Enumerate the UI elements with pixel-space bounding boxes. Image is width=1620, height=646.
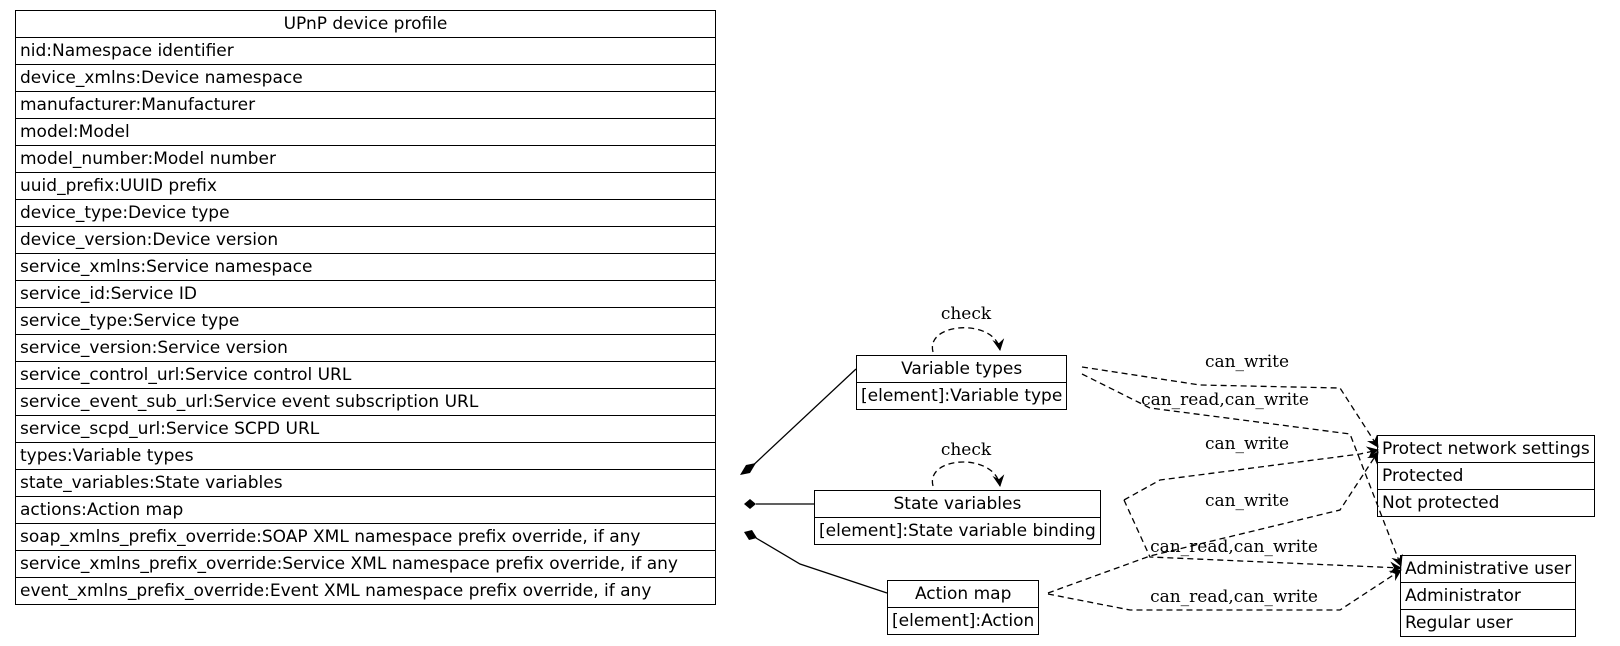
field-row: service_scpd_url:Service SCPD URL [15,415,716,443]
entity-protect-network-settings: Protect network settings Protected Not p… [1377,435,1595,517]
field-row: soap_xmlns_prefix_override:SOAP XML name… [15,523,716,551]
edge-state-variables-admin: can_read,can_write [1123,499,1402,574]
entity-administrative-user: Administrative user Administrator Regula… [1399,555,1577,637]
composition-edge-types [740,368,857,475]
field-row: [element]:Action [886,607,1040,635]
field-row: [element]:Variable type [855,382,1068,410]
field-row: model_number:Model number [15,145,716,173]
edge-label: can_read,can_write [1141,390,1309,410]
field-row: service_id:Service ID [15,280,716,308]
entity-upnp-device-profile: UPnP device profile nid:Namespace identi… [15,10,716,605]
edge-action-map-protect: can_write [1047,451,1379,594]
entity-action-map: Action map [element]:Action [886,580,1040,635]
field-row: uuid_prefix:UUID prefix [15,172,716,200]
edge-label: can_write [1205,434,1289,454]
field-row: service_control_url:Service control URL [15,361,716,389]
field-row: Regular user [1399,609,1577,637]
entity-title: Variable types [855,355,1068,383]
field-row: event_xmlns_prefix_override:Event XML na… [15,577,716,605]
field-row: device_xmlns:Device namespace [15,64,716,92]
field-row: state_variables:State variables [15,469,716,497]
edge-label: can_read,can_write [1150,537,1318,557]
edge-variable-types-protect: can_write [1081,352,1379,448]
diamond-icon [744,530,757,540]
field-row: service_type:Service type [15,307,716,335]
diamond-icon [744,499,756,509]
field-row: service_xmlns_prefix_override:Service XM… [15,550,716,578]
entity-state-variables: State variables [element]:State variable… [814,490,1101,545]
field-row: [element]:State variable binding [814,517,1101,545]
field-row: service_xmlns:Service namespace [15,253,716,281]
field-row: Administrator [1399,582,1577,610]
composition-edge-state-variables [744,499,814,509]
edge-label: check [941,440,992,460]
edge-variable-types-admin: can_read,can_write [1081,373,1403,567]
self-loop-variable-types: check [931,304,1005,353]
edge-label: can_write [1205,352,1289,372]
field-row: model:Model [15,118,716,146]
edge-label: check [941,304,992,324]
edge-label: can_write [1205,491,1289,511]
entity-variable-types: Variable types [element]:Variable type [855,355,1068,410]
field-row: Not protected [1377,489,1595,517]
field-row: service_version:Service version [15,334,716,362]
edge-action-map-admin: can_read,can_write [1047,569,1402,611]
entity-title: Protect network settings [1377,435,1595,463]
diamond-icon [740,463,756,475]
entity-title: UPnP device profile [15,10,716,38]
field-row: types:Variable types [15,442,716,470]
self-loop-state-variables: check [931,440,1005,487]
edge-label: can_read,can_write [1150,587,1318,607]
entity-title: Action map [886,580,1040,608]
composition-edge-actions [744,530,888,594]
field-row: service_event_sub_url:Service event subs… [15,388,716,416]
field-row: device_version:Device version [15,226,716,254]
